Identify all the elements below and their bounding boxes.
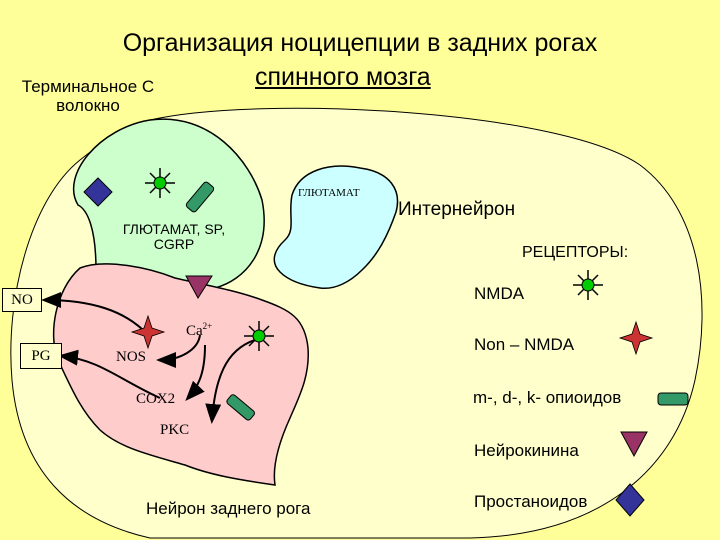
legend-prostanoid-label: Простаноидов [474, 492, 588, 511]
legend-non-nmda-label: Non – NMDA [474, 335, 575, 354]
pg-label: PG [31, 347, 51, 364]
arrow-nmda-to-pkc [205, 339, 256, 424]
dorsal-neuron-shape [52, 263, 309, 486]
cox2-label: COX2 [136, 391, 176, 407]
legend-neurokinin-icon [620, 431, 648, 458]
pkc-label: PKC [160, 422, 190, 438]
dorsal-horn-neuron-label: Нейрон заднего рога [146, 499, 311, 518]
title-line-1: Организация ноцицепции в задних рогах [122, 29, 598, 57]
arrow-nos-to-no [41, 292, 149, 336]
calcium-text: Ca [186, 323, 203, 339]
nmda-receptor-icon [244, 321, 274, 351]
glutamate-interneuron-label: ГЛЮТАМАТ [298, 187, 360, 199]
no-label: NO [11, 291, 33, 308]
legend-neurokinin-label: Нейрокинина [474, 441, 579, 460]
neurokinin-receptor-icon [185, 275, 213, 299]
interneuron-shape [273, 165, 399, 290]
interneuron-label: Интернейрон [398, 199, 516, 220]
arrow-ca-to-cox2 [185, 344, 206, 401]
opioid-receptor-icon [185, 181, 215, 213]
nmda-receptor-icon [145, 168, 175, 198]
legend-prostanoid-icon [615, 483, 645, 517]
nos-label: NOS [116, 349, 147, 365]
receptors-heading: РЕЦЕПТОРЫ: [522, 244, 629, 261]
arrow-ca-to-nos [156, 334, 201, 368]
calcium-charge: 2+ [202, 321, 213, 331]
calcium-label: Ca2+ [186, 321, 213, 340]
arrow-cox2-to-pg [58, 349, 161, 399]
non-nmda-receptor-icon [130, 314, 166, 350]
title-line-2: спинного мозга [255, 63, 431, 91]
no-box: NO [2, 288, 42, 312]
opioid-receptor-icon [226, 394, 255, 421]
legend-opioid-icon [657, 392, 689, 406]
glutamate-sp-cgrp-label: ГЛЮТАМАТ, SP, CGRP [122, 221, 226, 253]
terminal-c-fiber-label: Терминальное С волокно [21, 77, 155, 115]
legend-nmda-icon [573, 270, 603, 300]
prostanoid-receptor-icon [83, 177, 113, 207]
legend-opioid-label: m-, d-, k- опиоидов [473, 388, 622, 407]
legend-non-nmda-icon [618, 320, 654, 356]
legend-nmda-label: NMDA [474, 284, 525, 303]
pg-box: PG [20, 343, 62, 369]
